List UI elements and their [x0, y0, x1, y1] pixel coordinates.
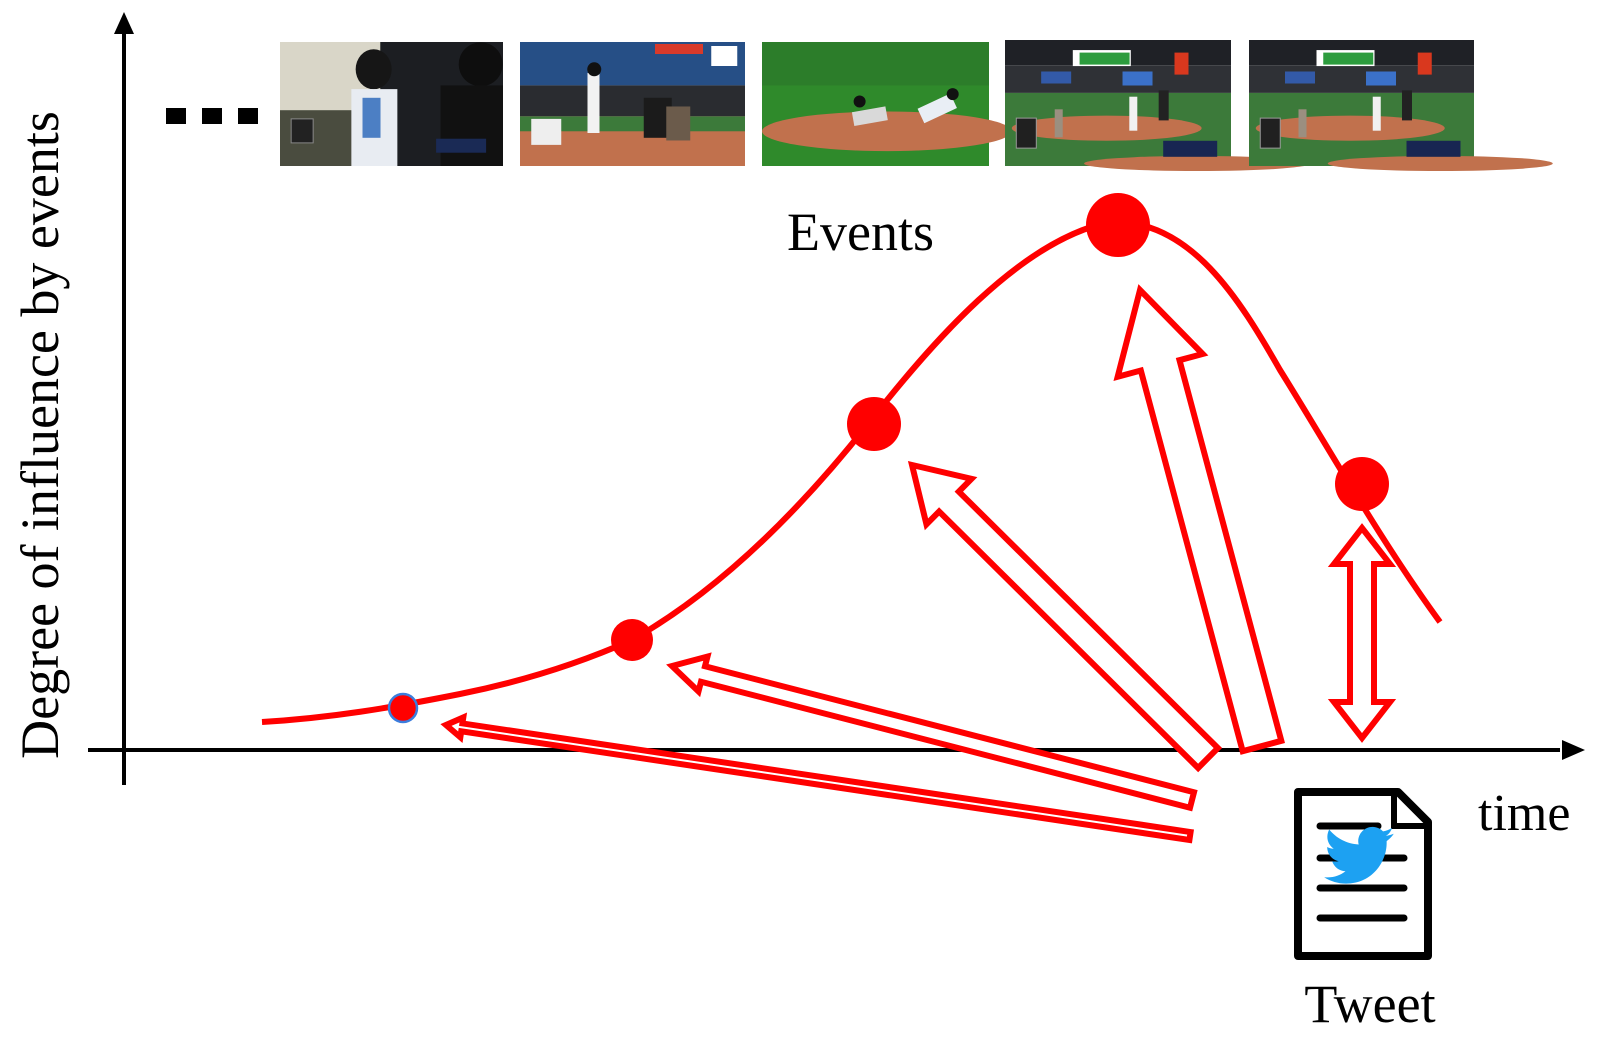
- arrow-to-event-5: [1327, 523, 1397, 743]
- event-point-4: [1086, 193, 1150, 257]
- x-axis-arrowhead: [1562, 740, 1585, 760]
- event-point-2: [611, 619, 653, 661]
- event-point-5: [1335, 457, 1389, 511]
- events-label: Events: [787, 202, 934, 262]
- y-axis-arrowhead: [114, 12, 134, 34]
- event-point-1: [387, 692, 419, 724]
- y-axis-label: Degree of influence by events: [10, 111, 70, 759]
- frame-pitch-wide-2: [1249, 40, 1553, 172]
- x-axis-label: time: [1478, 785, 1570, 842]
- tweet-document-icon: [1294, 788, 1432, 960]
- twitter-bird-icon: [1324, 826, 1395, 884]
- arrow-to-event-2: [666, 652, 1198, 812]
- arrow-to-event-1: [440, 712, 1195, 844]
- event-point-3: [847, 397, 901, 451]
- arrow-to-event-4: [1113, 284, 1285, 755]
- arrow-to-event-3: [907, 460, 1223, 773]
- video-frames: [280, 40, 1553, 172]
- tweet-label: Tweet: [1304, 974, 1435, 1034]
- frame-slide-into-base: [762, 42, 1012, 166]
- frame-batter-swing: [520, 42, 745, 166]
- frame-batter-and-catcher: [280, 42, 503, 166]
- influence-curve: [261, 218, 1443, 725]
- axes: [88, 12, 1585, 785]
- frame-pitch-wide: [1005, 40, 1311, 172]
- influence-arrows: [440, 284, 1397, 844]
- event-points: [387, 193, 1389, 724]
- ellipsis-dots: [166, 108, 258, 124]
